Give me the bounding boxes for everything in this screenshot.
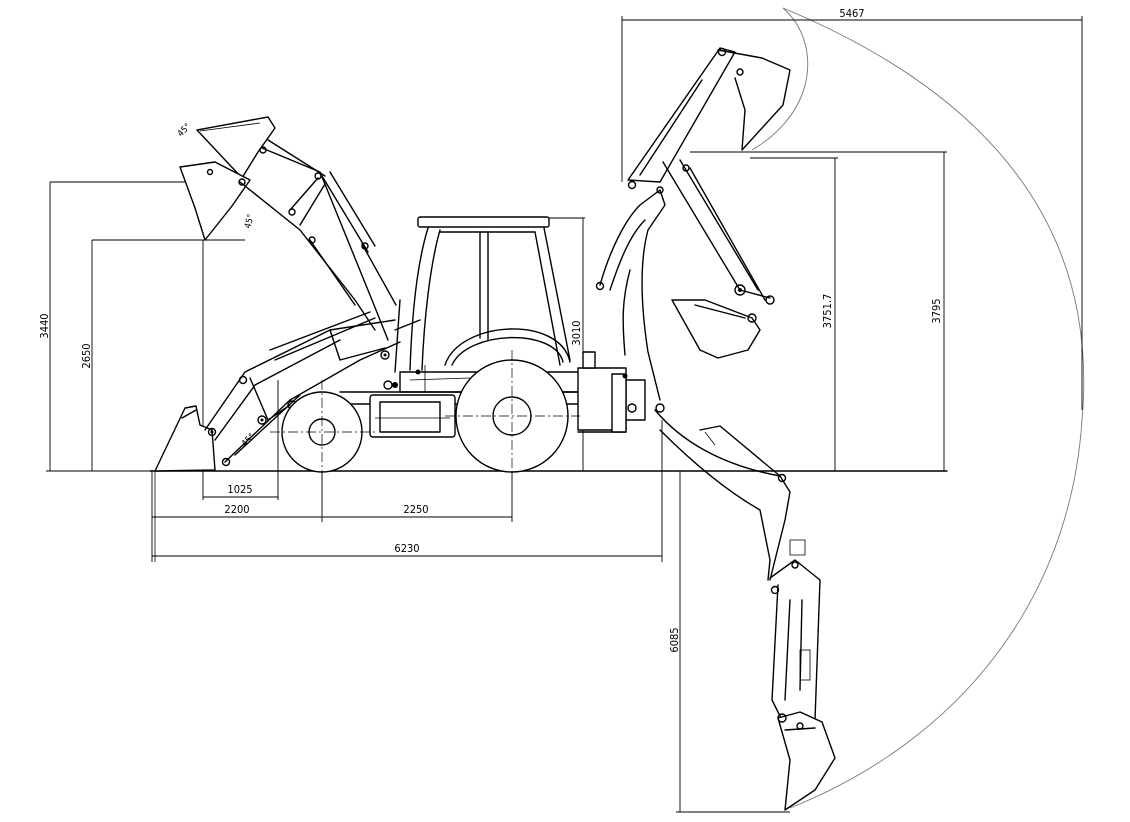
bucket-swing-arc — [751, 7, 809, 151]
rear-wheel — [445, 350, 580, 478]
chassis — [339, 216, 646, 438]
dim-2650: 2650 — [80, 343, 93, 368]
loader-raised — [179, 116, 397, 341]
dim-2200: 2200 — [224, 503, 249, 516]
dim-3795: 3795 — [930, 298, 943, 323]
backhoe-folded — [595, 47, 791, 413]
angle-dump: 45° — [243, 213, 256, 229]
dim-2250: 2250 — [403, 503, 428, 516]
angle-rollback: 45° — [176, 122, 193, 139]
dim-3751-7: 3751.7 — [821, 294, 834, 329]
loader-lowered — [154, 311, 401, 472]
backhoe-digging — [654, 409, 836, 811]
dim-6085: 6085 — [668, 627, 681, 652]
dim-3440: 3440 — [38, 313, 51, 338]
reach-arc — [782, 7, 1085, 809]
dim-5467: 5467 — [839, 7, 864, 20]
dim-3010: 3010 — [570, 320, 583, 345]
backhoe-dimensions — [621, 16, 1083, 813]
loader-height-dimensions — [46, 181, 279, 500]
dim-6230: 6230 — [394, 542, 419, 555]
dim-1025: 1025 — [227, 483, 252, 496]
front-wheel — [270, 380, 375, 480]
